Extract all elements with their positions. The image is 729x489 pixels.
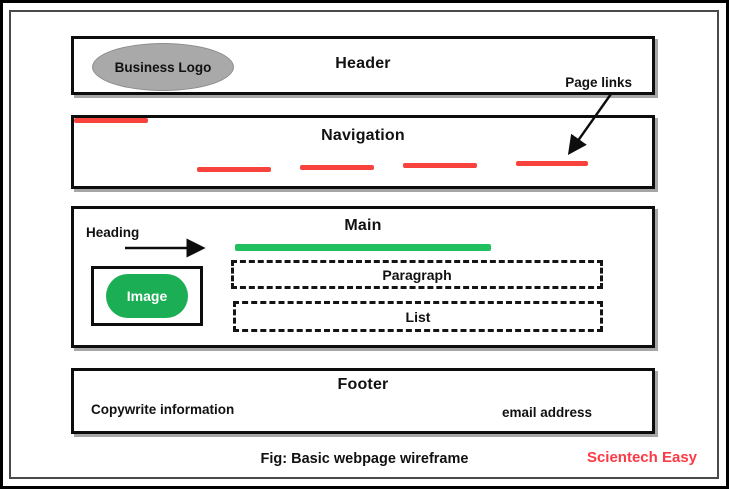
brand-watermark: Scientech Easy bbox=[586, 449, 697, 466]
business-logo-label: Business Logo bbox=[114, 59, 212, 75]
business-logo-ellipse: Business Logo bbox=[92, 43, 234, 91]
heading-bar-placeholder bbox=[235, 244, 491, 251]
nav-link-placeholder-3 bbox=[403, 163, 477, 168]
copywrite-label: Copywrite information bbox=[91, 402, 235, 417]
nav-link-placeholder-2 bbox=[300, 165, 374, 170]
nav-link-placeholder-4 bbox=[516, 161, 588, 166]
email-address-label: email address bbox=[502, 405, 593, 420]
image-placeholder-box: Image bbox=[91, 266, 203, 326]
heading-label: Heading bbox=[86, 225, 140, 240]
main-title: Main bbox=[344, 217, 382, 234]
list-placeholder: List bbox=[233, 301, 603, 332]
page-links-label: Page links bbox=[565, 75, 632, 90]
header-title: Header bbox=[335, 55, 391, 72]
footer-section: Footer Copywrite information email addre… bbox=[71, 368, 655, 434]
image-label: Image bbox=[126, 288, 168, 304]
footer-title: Footer bbox=[337, 376, 389, 393]
nav-link-placeholder-1 bbox=[197, 167, 271, 172]
figure-caption: Fig: Basic webpage wireframe bbox=[260, 451, 469, 467]
paragraph-placeholder: Paragraph bbox=[231, 260, 603, 289]
image-blob: Image bbox=[106, 274, 188, 318]
nav-link-placeholder-5 bbox=[74, 118, 148, 123]
navigation-title: Navigation bbox=[321, 127, 405, 144]
header-section: Business Logo Header Page links bbox=[71, 36, 655, 95]
paragraph-label: Paragraph bbox=[382, 266, 452, 283]
main-section: Main Heading Paragraph List Image bbox=[71, 206, 655, 348]
navigation-section: Navigation bbox=[71, 115, 655, 189]
list-label: List bbox=[405, 308, 431, 325]
